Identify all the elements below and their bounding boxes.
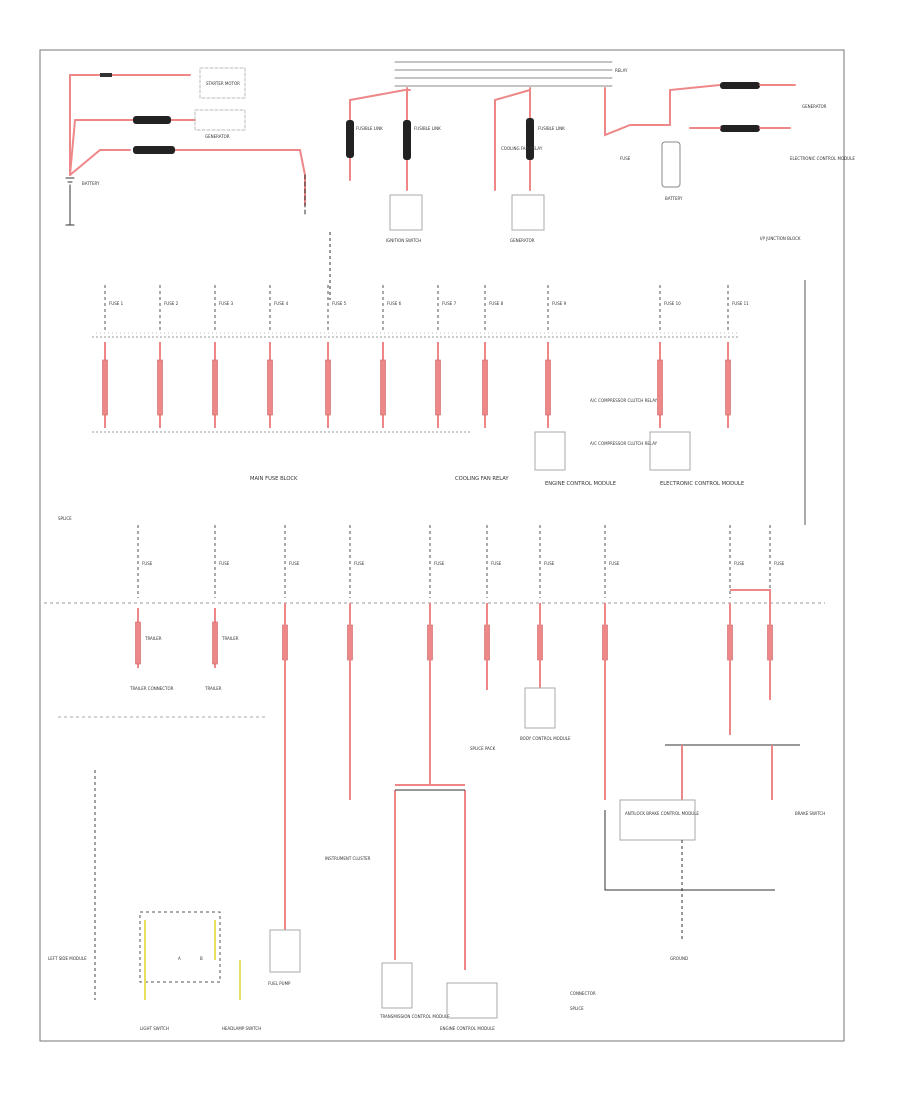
fuse-row1-label: FUSE 3	[219, 301, 234, 306]
fuse-row2-label: FUSE	[544, 561, 555, 566]
fuse-row2-label: FUSE	[434, 561, 445, 566]
fuse-circuit-row2: FUSE	[212, 525, 230, 668]
top-section: BATTERY STARTER MOTOR GENERATOR FUSIBLE …	[65, 61, 855, 243]
diagram-border	[39, 49, 845, 1042]
fuse-row2-label: FUSE	[734, 561, 745, 566]
instrument-cluster-label: INSTRUMENT CLUSTER	[325, 856, 371, 861]
left-stack-label: LEFT SIDE MODULE	[48, 956, 87, 961]
fuse-row1-label: FUSE 5	[332, 301, 347, 306]
antilock-label: ANTILOCK BRAKE CONTROL MODULE	[625, 811, 699, 816]
fuse-row1-label: FUSE 7	[442, 301, 457, 306]
fuse-circuit-row1: FUSE 1	[102, 285, 124, 428]
main-fuse-block-label: MAIN FUSE BLOCK	[250, 476, 298, 482]
fuse-row2-label: FUSE	[491, 561, 502, 566]
engine-control-module-label: ENGINE CONTROL MODULE	[545, 481, 616, 487]
trailer-note-2: TRAILER	[221, 636, 239, 641]
fuse-circuit-row1: FUSE 2	[157, 285, 179, 428]
right-fuse-label: FUSE	[620, 156, 631, 161]
legend-1: CONNECTOR	[570, 991, 596, 996]
fuse-center-1-label: FUSIBLE LINK	[356, 126, 383, 131]
left-splice-label: SPLICE	[58, 516, 72, 521]
legend-2: SPLICE	[570, 1006, 584, 1011]
engine-module-label: ENGINE CONTROL MODULE	[440, 1026, 495, 1031]
fuse-center-2-label: FUSIBLE LINK	[414, 126, 441, 131]
right-relay-label: RELAY	[615, 68, 628, 73]
right-box-label: BATTERY	[665, 196, 683, 201]
fuse-row2-label: FUSE	[289, 561, 300, 566]
fuse-circuit-row1: FUSE 5	[325, 285, 347, 428]
right-label-1: GENERATOR	[802, 104, 827, 109]
fuse-row2-label: FUSE	[609, 561, 620, 566]
fuse-row1-label: FUSE 4	[274, 301, 289, 306]
fuse-circuit-row1: FUSE 3	[212, 285, 234, 428]
fuse-row1-label: FUSE 1	[109, 301, 124, 306]
splice-pack-label: SPLICE PACK	[470, 746, 496, 751]
body-module-label: BODY CONTROL MODULE	[520, 736, 571, 741]
fuse-circuit-row1: FUSE 7	[435, 285, 457, 428]
fuse-row2-label: FUSE	[354, 561, 365, 566]
fuse-row1-label: FUSE 11	[732, 301, 749, 306]
transmission-module-label: TRANSMISSION CONTROL MODULE	[379, 1014, 450, 1019]
light-switch-label: LIGHT SWITCH	[140, 1026, 169, 1031]
fuse-row1-label: FUSE 8	[489, 301, 504, 306]
trailer-connector-2-label: TRAILER	[204, 686, 222, 691]
trailer-note-1: TRAILER	[144, 636, 162, 641]
electronic-control-module-label: ELECTRONIC CONTROL MODULE	[660, 481, 744, 487]
fuse-center-3-label: FUSIBLE LINK	[538, 126, 565, 131]
fuse-row-1: FUSE 1 FUSE 2 FUSE 3 FUSE 4 FUSE 5 FUSE 6 FUSE…	[92, 232, 806, 525]
generator-left-label: GENERATOR	[205, 134, 230, 139]
fuse-row2-label: FUSE	[219, 561, 230, 566]
fuse-row2-label: FUSE	[774, 561, 785, 566]
note-b: B	[200, 956, 203, 961]
fuse-row-2: SPLICE FUSE FUSE FUSE FUSE FUSE FUSE FUSE FUSE F…	[44, 516, 825, 668]
ignition-switch-label: IGNITION SWITCH	[386, 238, 421, 243]
cooling-fan-relay-top-label: COOLING FAN RELAY	[501, 146, 543, 151]
fuse-row2-label: FUSE	[142, 561, 153, 566]
fuse-circuit-row1: FUSE 6	[380, 285, 402, 428]
fuse-circuit-row1: FUSE 8	[482, 285, 504, 428]
fuse-row1-label: FUSE 6	[387, 301, 402, 306]
generator-center-label: GENERATOR	[510, 238, 535, 243]
fuse-row1-label: FUSE 10	[664, 301, 681, 306]
starter-motor-label: STARTER MOTOR	[206, 81, 240, 86]
fuse-row1-label: FUSE 2	[164, 301, 179, 306]
fuse-circuit-row2: FUSE	[135, 525, 153, 668]
fuse-circuit-row1: FUSE 11	[725, 285, 749, 428]
fuse-circuit-row1: FUSE 4	[267, 285, 289, 428]
note-a: A	[178, 956, 181, 961]
fuse-row1-label: FUSE 9	[552, 301, 567, 306]
fuel-pump-label: FUEL PUMP	[268, 981, 291, 986]
bottom-section: TRAILER CONNECTOR TRAILER TRAILER TRAILE…	[48, 589, 825, 1031]
trailer-connector-label: TRAILER CONNECTOR	[129, 686, 174, 691]
ground-label: GROUND	[670, 956, 688, 961]
junction-block-title: I/P JUNCTION BLOCK	[760, 236, 801, 241]
cooling-fan-relay-label: COOLING FAN RELAY	[455, 476, 509, 482]
battery-icon	[65, 177, 75, 226]
battery-label: BATTERY	[82, 181, 100, 186]
brake-switch-label: BRAKE SWITCH	[795, 811, 825, 816]
right-label-2: ELECTRONIC CONTROL MODULE	[790, 156, 855, 161]
fuse-circuit-row1: FUSE 10	[657, 285, 681, 428]
relay-note-2: A/C COMPRESSOR CLUTCH RELAY	[590, 441, 658, 446]
relay-note-1: A/C COMPRESSOR CLUTCH RELAY	[590, 398, 658, 403]
headlamp-switch-label: HEADLAMP SWITCH	[222, 1026, 261, 1031]
fuse-circuit-row1: FUSE 9	[545, 285, 567, 428]
